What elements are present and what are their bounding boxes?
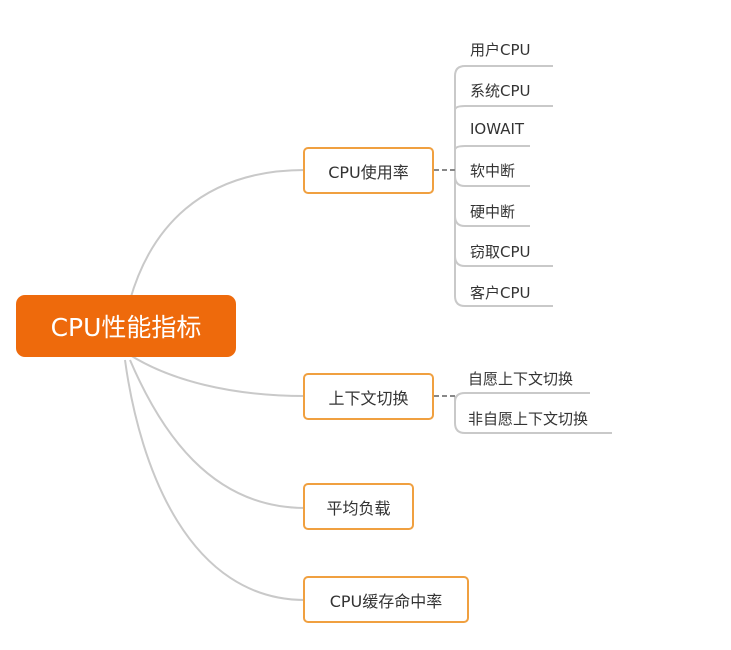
- branch-load-average[interactable]: 平均负载: [303, 483, 414, 530]
- leaf-voluntary-context-switch[interactable]: 自愿上下文切换: [468, 370, 574, 388]
- link-root-cpu-usage: [129, 169, 306, 301]
- link-cpu-guest: [454, 170, 553, 307]
- leaf-system-cpu[interactable]: 系统CPU: [470, 82, 531, 100]
- leaf-softirq[interactable]: 软中断: [470, 162, 516, 180]
- leaf-iowait[interactable]: IOWAIT: [470, 120, 525, 138]
- link-cpu-iowait: [454, 145, 530, 151]
- link-involuntary: [454, 396, 612, 434]
- branch-cache-hit-rate[interactable]: CPU缓存命中率: [303, 576, 469, 623]
- leaf-steal-cpu[interactable]: 窃取CPU: [470, 243, 531, 261]
- link-root-load-average: [129, 359, 306, 509]
- leaf-guest-cpu[interactable]: 客户CPU: [470, 284, 531, 302]
- leaf-involuntary-context-switch[interactable]: 非自愿上下文切换: [468, 410, 589, 428]
- link-voluntary: [454, 392, 590, 403]
- link-root-cache-hit: [124, 359, 306, 601]
- leaf-hardirq[interactable]: 硬中断: [470, 203, 516, 221]
- root-node[interactable]: CPU性能指标: [16, 295, 236, 357]
- branch-cpu-usage[interactable]: CPU使用率: [303, 147, 434, 194]
- link-root-context-switch: [129, 354, 306, 397]
- link-cpu-user: [454, 65, 553, 170]
- leaf-user-cpu[interactable]: 用户CPU: [470, 41, 531, 59]
- branch-context-switch[interactable]: 上下文切换: [303, 373, 434, 420]
- link-cpu-system: [454, 105, 553, 111]
